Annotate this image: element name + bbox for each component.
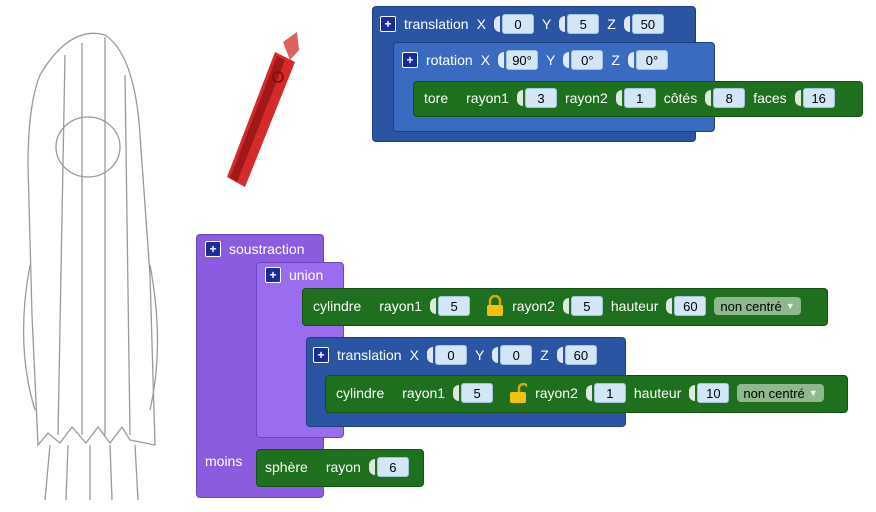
plus-icon[interactable]: + (402, 52, 418, 68)
rayon-input[interactable]: 6 (376, 457, 409, 477)
y-input[interactable]: 0° (571, 50, 604, 70)
hauteur-input[interactable]: 60 (674, 296, 707, 316)
x-input[interactable]: 90° (506, 50, 539, 70)
y-input[interactable]: 0 (500, 345, 533, 365)
lock-open-icon[interactable] (509, 382, 528, 404)
chevron-down-icon: ▼ (785, 301, 795, 311)
z-input[interactable]: 0° (635, 50, 668, 70)
z-input[interactable]: 60 (564, 345, 597, 365)
plus-icon[interactable]: + (205, 241, 221, 257)
rocket-sketch (22, 32, 159, 501)
rayon2-input[interactable]: 1 (623, 88, 656, 108)
faces-input[interactable]: 16 (802, 88, 835, 108)
rayon1-input[interactable]: 5 (461, 383, 494, 403)
rayon1-input[interactable]: 3 (524, 88, 557, 108)
chevron-down-icon: ▼ (808, 388, 818, 398)
red-crayon (227, 32, 299, 187)
x-input[interactable]: 0 (501, 14, 534, 34)
rayon2-input[interactable]: 5 (570, 296, 603, 316)
rayon1-input[interactable]: 5 (438, 296, 471, 316)
y-input[interactable]: 5 (567, 14, 600, 34)
x-input[interactable]: 0 (434, 345, 467, 365)
mode-dropdown[interactable]: non centré▼ (714, 297, 801, 315)
mode-dropdown[interactable]: non centré▼ (737, 384, 824, 402)
plus-icon[interactable]: + (313, 347, 329, 363)
plus-icon[interactable]: + (380, 16, 396, 32)
hauteur-input[interactable]: 10 (697, 383, 730, 403)
cotes-input[interactable]: 8 (713, 88, 746, 108)
rayon2-input[interactable]: 1 (593, 383, 626, 403)
z-input[interactable]: 50 (631, 14, 664, 34)
lock-closed-icon[interactable] (486, 295, 504, 317)
plus-icon[interactable]: + (265, 267, 281, 283)
